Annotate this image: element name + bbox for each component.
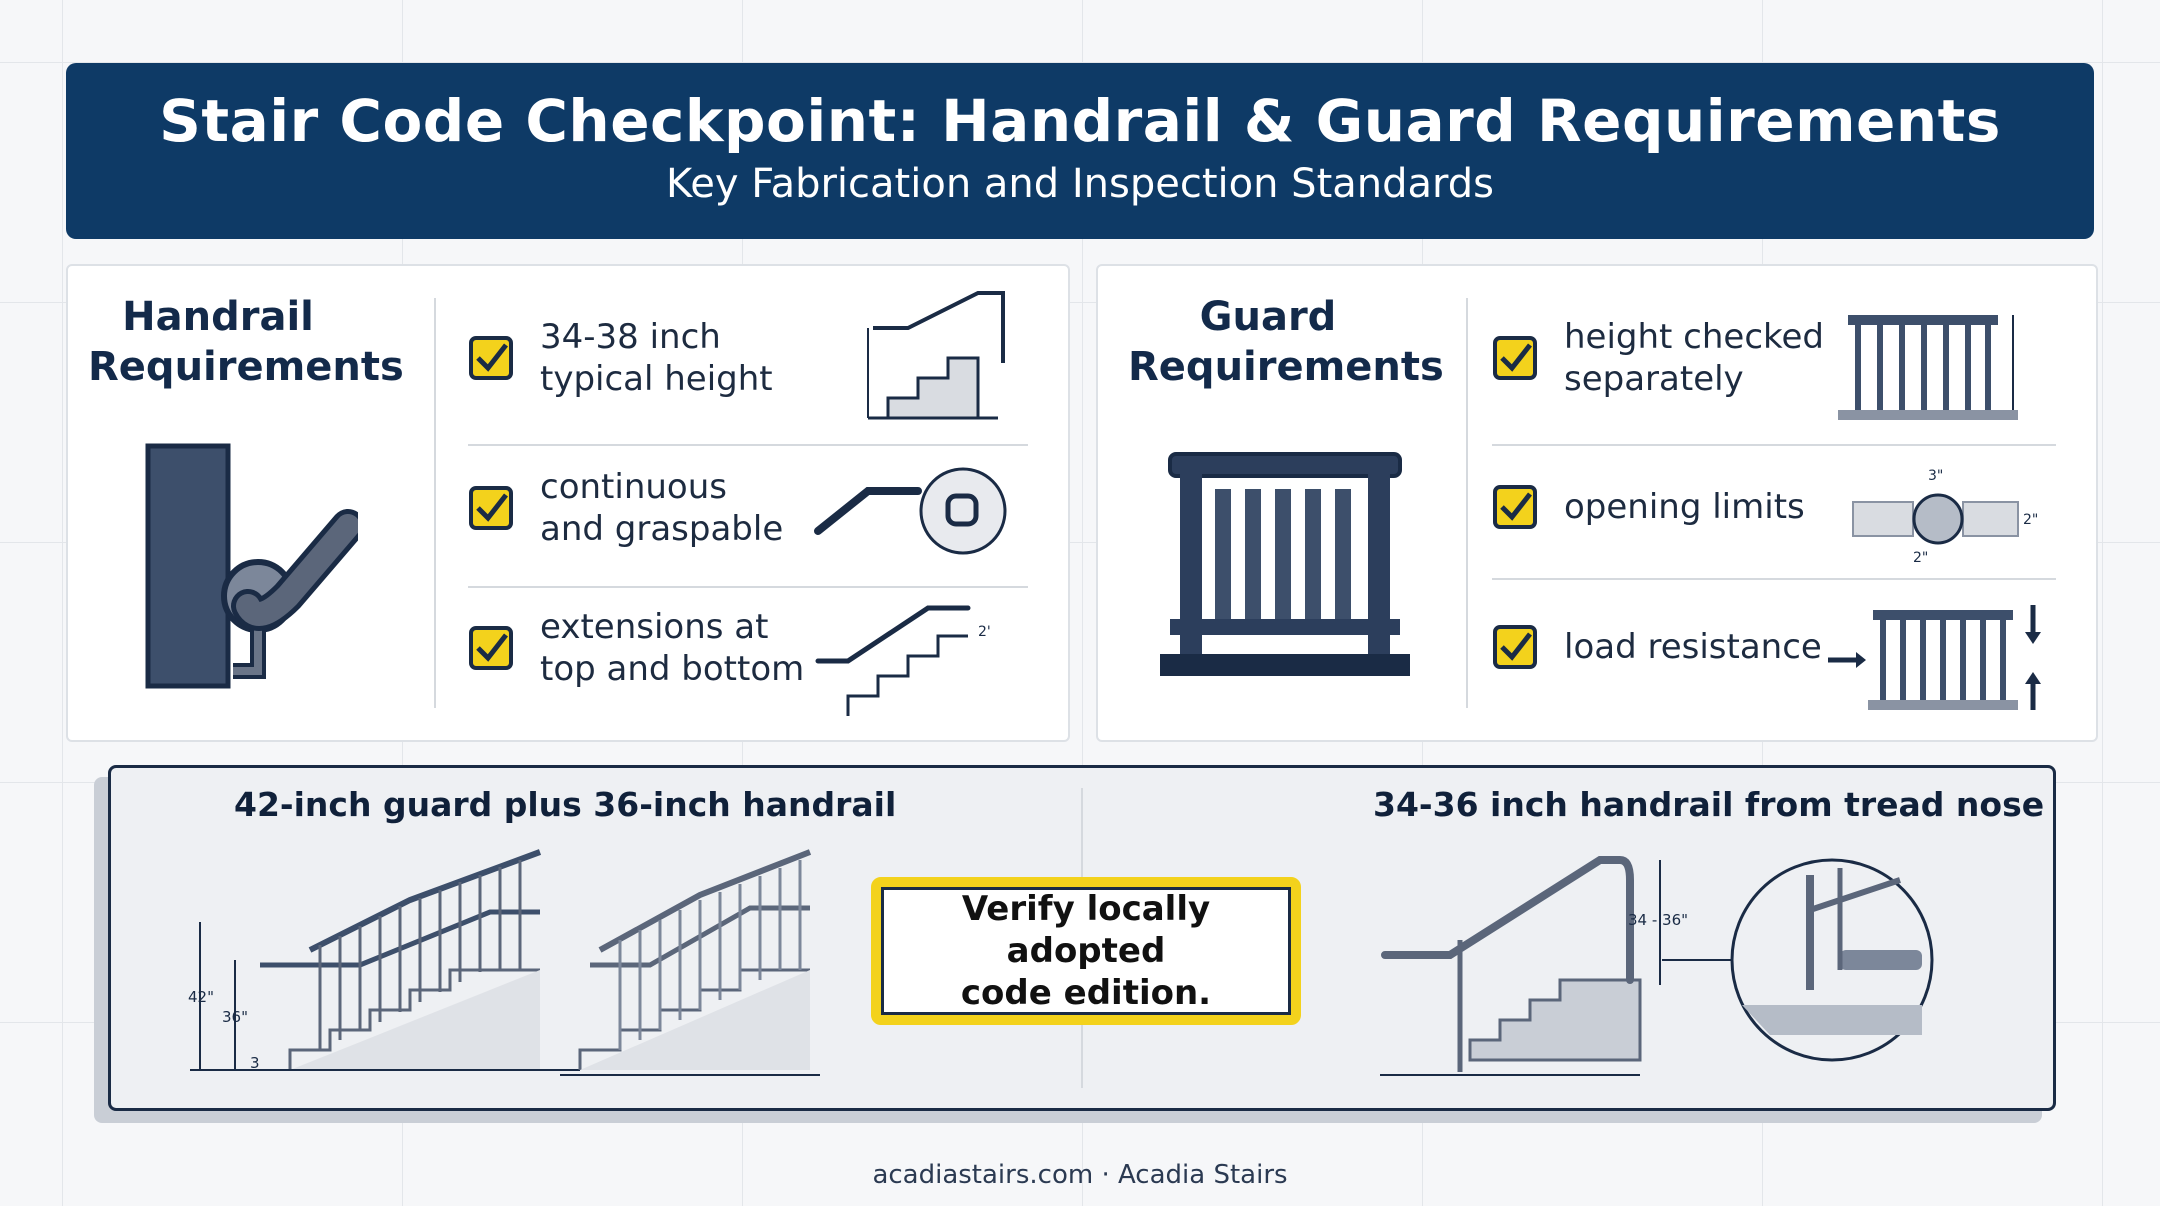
guard-row-divider xyxy=(1492,444,2056,446)
check-icon xyxy=(469,626,513,670)
check-icon xyxy=(469,336,513,380)
handrail-item-graspable: continuous and graspable xyxy=(468,466,783,550)
guard-row-divider xyxy=(1492,578,2056,580)
check-icon xyxy=(1493,336,1537,380)
guard-panel: Guard Requirements height checked separa… xyxy=(1096,264,2098,742)
guard-handrail-stair-diagram: 42" 36" 3 xyxy=(188,849,820,1076)
guard-divider xyxy=(1466,298,1468,708)
dim-42-label: 42" xyxy=(188,988,214,1006)
guard-item-text: opening limits xyxy=(1564,487,1805,527)
load-resistance-icon xyxy=(1828,605,2041,710)
dim-3-label: 3 xyxy=(250,1054,260,1072)
verify-code-note: Verify locally adopted code edition. xyxy=(871,877,1301,1025)
guard-item-text: height checked separately xyxy=(1564,317,1825,399)
handrail-title: Handrail Requirements xyxy=(88,294,404,390)
header-banner: Stair Code Checkpoint: Handrail & Guard … xyxy=(66,63,2094,239)
handrail-item-text: 34-38 inch typical height xyxy=(540,317,773,399)
handrail-item-text: continuous and graspable xyxy=(540,467,784,549)
rail-extension-icon: 2' xyxy=(815,605,991,716)
dim-36-label: 36" xyxy=(222,1008,248,1026)
guard-item-height: height checked separately xyxy=(1492,316,1824,400)
handrail-row-divider xyxy=(468,444,1028,446)
page-title: Stair Code Checkpoint: Handrail & Guard … xyxy=(159,87,2001,155)
guard-title: Guard Requirements xyxy=(1128,294,1444,390)
stair-height-icon xyxy=(867,291,1005,420)
handrail-item-height: 34-38 inch typical height xyxy=(468,316,773,400)
handrail-divider xyxy=(434,298,436,708)
handrail-item-text: extensions at top and bottom xyxy=(540,607,805,689)
tread-nose-handrail-diagram: 34 - 36" xyxy=(1380,856,1934,1076)
opening-top-label: 3" xyxy=(1928,468,1943,484)
guard-height-icon xyxy=(1838,315,2018,420)
check-icon xyxy=(1493,485,1537,529)
opening-limit-sphere-icon: 3" 2" 2" xyxy=(1852,468,2038,566)
extension-dim-label: 2' xyxy=(978,624,991,640)
guard-railing-icon xyxy=(1160,452,1410,676)
opening-bottom-label: 2" xyxy=(1913,550,1928,566)
handrail-panel: Handrail Requirements 34-38 inch typical… xyxy=(66,264,1070,742)
guard-item-opening: opening limits xyxy=(1492,484,1805,530)
left-comparison-title: 42-inch guard plus 36-inch handrail xyxy=(234,785,897,824)
page-subtitle: Key Fabrication and Inspection Standards xyxy=(666,161,1494,207)
check-icon xyxy=(469,486,513,530)
opening-side-label: 2" xyxy=(2023,512,2038,528)
dim-34-36-label: 34 - 36" xyxy=(1628,911,1688,929)
right-comparison-title: 34-36 inch handrail from tread nose xyxy=(1373,785,2045,824)
footer-credit: acadiastairs.com · Acadia Stairs xyxy=(872,1160,1288,1190)
check-icon xyxy=(1493,625,1537,669)
graspable-rail-icon xyxy=(814,467,1007,555)
guard-item-load: load resistance xyxy=(1492,624,1822,670)
handrail-item-extensions: extensions at top and bottom xyxy=(468,606,804,690)
handrail-row-divider xyxy=(468,586,1028,588)
wall-handrail-bracket-icon xyxy=(145,443,358,689)
guard-item-text: load resistance xyxy=(1564,627,1822,667)
